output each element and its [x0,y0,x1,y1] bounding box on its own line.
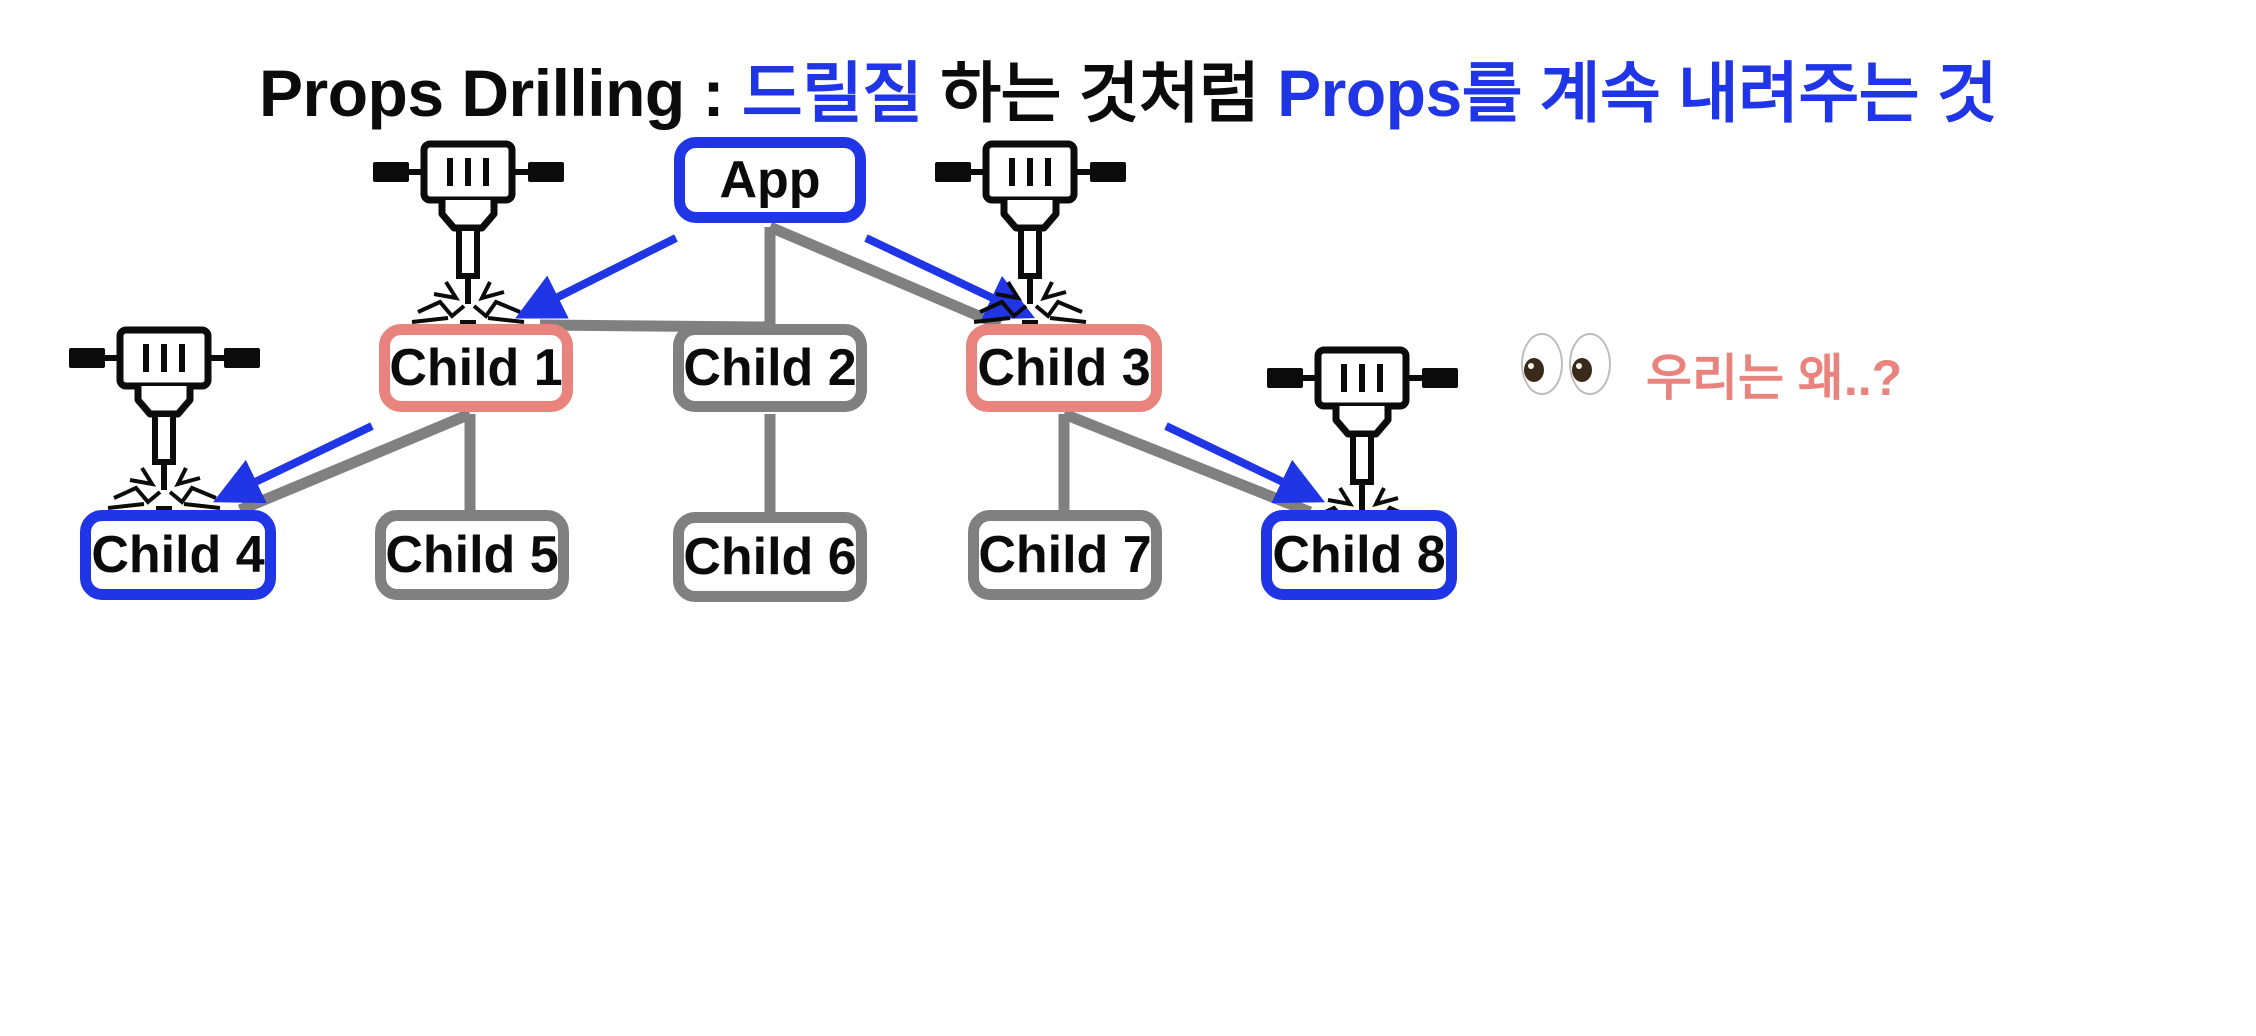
title-term: Props Drilling : [259,56,742,130]
node-child4: Child 4 [80,510,276,600]
comment-text: 우리는 왜..? [1646,350,1903,406]
edge-child1-child4 [237,408,473,516]
node-child3-label: Child 3 [977,339,1151,397]
arrow-icon-app-to-child1 [515,234,678,319]
title-highlight-props: Props를 계속 내려주는 것 [1277,56,1997,130]
node-app: App [674,137,866,223]
node-child2-label: Child 2 [683,339,857,397]
slide-title: Props Drilling : 드릴질 하는 것처럼 Props를 계속 내려… [0,40,2256,136]
arrow-icon-child1-to-child4 [213,422,374,504]
node-child1-label: Child 1 [389,339,563,397]
node-child8-label: Child 8 [1272,526,1446,584]
arrow-icon-child3-to-child8 [1164,422,1325,504]
node-app-label: App [719,151,821,209]
prop-flow-arrows [213,234,1325,504]
arrow-icon-app-to-child3 [864,234,1036,320]
edge-child3-child8 [1061,408,1313,518]
node-child1: Child 1 [379,324,573,412]
edge-app-child3 [767,221,1003,331]
node-child5: Child 5 [375,510,569,600]
eyes-icon [1521,333,1611,395]
title-middle: 하는 것처럼 [922,56,1278,130]
node-child2: Child 2 [673,324,867,412]
node-child7-label: Child 7 [978,526,1152,584]
node-child8: Child 8 [1261,510,1457,600]
title-highlight-drill: 드릴질 [741,56,923,130]
tree-edges [237,221,1313,518]
jackhammer-icon [935,144,1126,322]
node-child6-label: Child 6 [683,528,857,586]
jackhammer-icon [69,330,260,508]
node-child4-label: Child 4 [91,526,265,584]
node-child6: Child 6 [673,512,867,602]
jackhammer-icon [373,144,564,322]
node-child3: Child 3 [966,324,1162,412]
node-child7: Child 7 [968,510,1162,600]
node-child5-label: Child 5 [385,526,559,584]
